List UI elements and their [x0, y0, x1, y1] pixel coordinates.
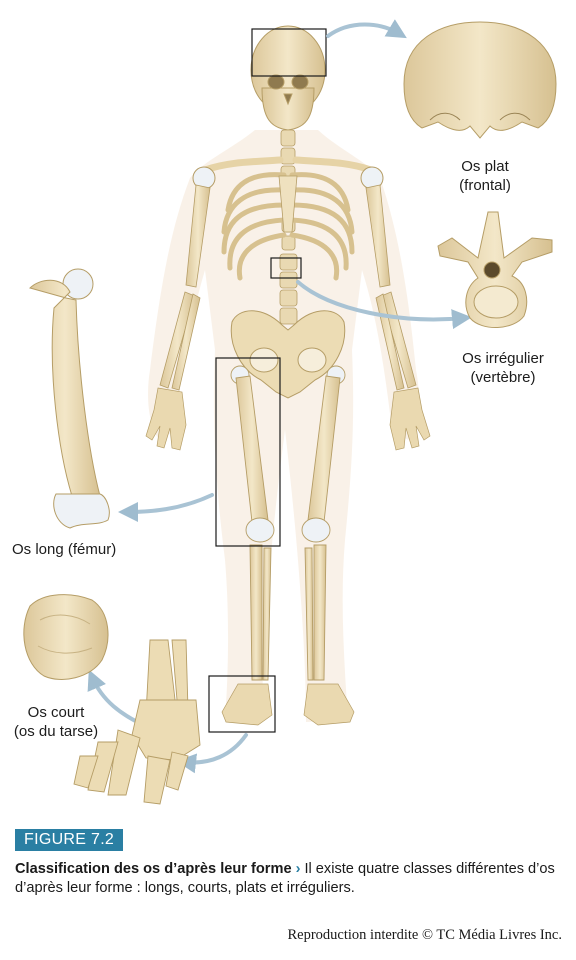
label-long-bone: Os long (fémur) — [12, 540, 142, 559]
rib-cage — [221, 172, 355, 281]
label-short-bone: Os court (os du tarse) — [6, 703, 106, 741]
label-long-line1: Os long (fémur) — [12, 541, 117, 558]
caption-arrow-icon: › — [295, 861, 301, 877]
label-short-line2: (os du tarse) — [13, 723, 99, 740]
label-flat-bone: Os plat (frontal) — [430, 157, 540, 195]
body-silhouette — [148, 130, 419, 722]
feet — [221, 683, 355, 726]
vertebra-bone — [437, 211, 553, 329]
label-flat-line2: (frontal) — [459, 177, 511, 194]
label-irregular-line2: (vertèbre) — [470, 369, 536, 386]
legs — [230, 365, 346, 681]
foot-detail — [73, 639, 201, 805]
arrows — [87, 19, 472, 774]
figure-badge: FIGURE 7.2 — [15, 829, 124, 851]
copyright-notice: Reproduction interdite © TC Média Livres… — [287, 927, 562, 943]
label-irregular-bone: Os irrégulier (vertèbre) — [438, 349, 568, 387]
frontal-bone — [403, 21, 557, 139]
skull — [250, 25, 326, 131]
caption-title: Classification des os d’après leur forme — [15, 861, 292, 877]
tarsal-bone — [23, 594, 109, 680]
label-flat-line1: Os plat — [461, 158, 509, 175]
figure-caption: Classification des os d’après leur forme… — [15, 860, 567, 898]
label-short-line1: Os court — [27, 704, 85, 721]
pelvis — [230, 310, 346, 399]
box-foot — [208, 675, 276, 733]
skeleton-illustration — [23, 19, 557, 805]
box-vertebra — [270, 257, 302, 279]
caption-text: Il existe quatre classes différentes d’o… — [15, 861, 555, 896]
hands — [145, 387, 431, 451]
box-femur — [215, 357, 281, 547]
box-skull — [251, 28, 327, 77]
shoulder-girdle — [201, 156, 375, 174]
femur-bone — [29, 268, 110, 529]
label-irregular-line1: Os irrégulier — [462, 350, 544, 367]
